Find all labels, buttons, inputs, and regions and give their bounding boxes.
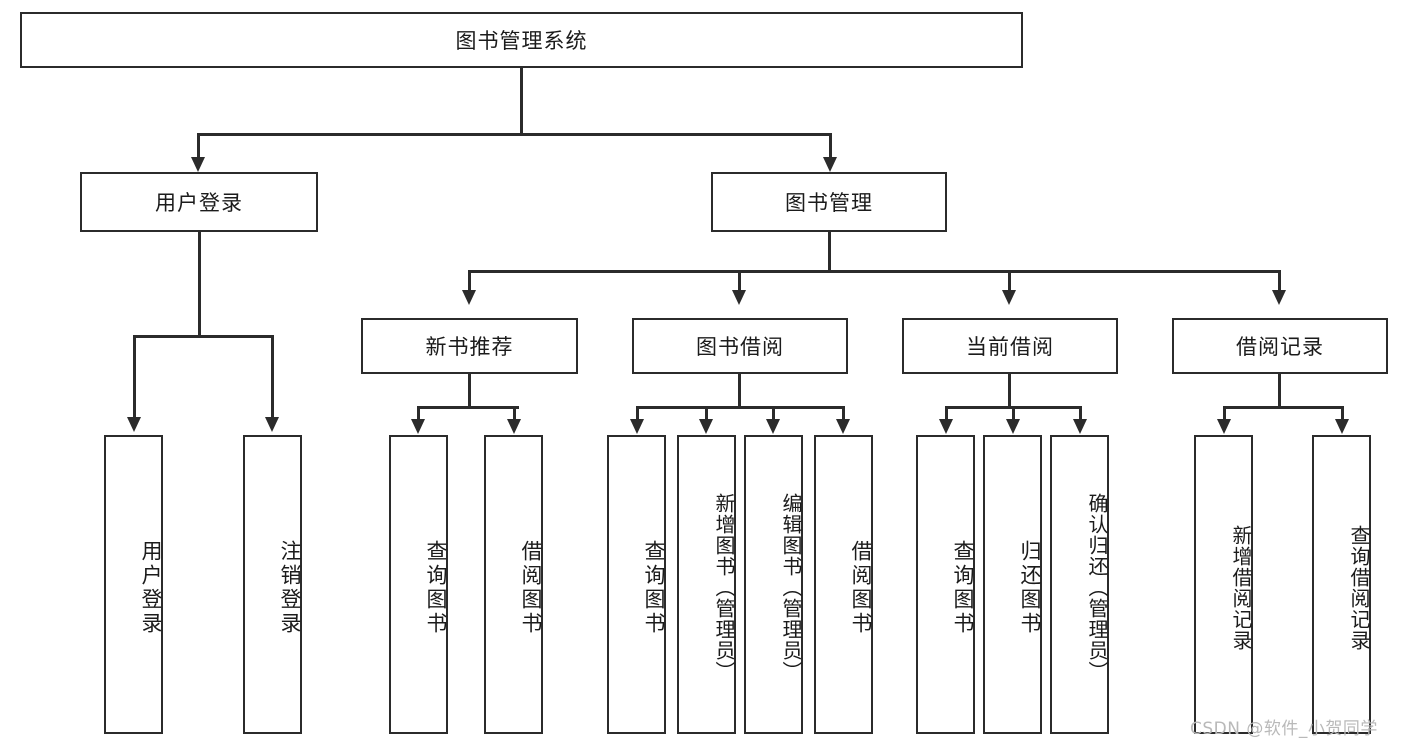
connector-books-to-l3-1 [468, 270, 471, 292]
arrow-borrow-leaf-4 [836, 419, 850, 434]
connector-books-to-l3-4 [1278, 270, 1281, 292]
connector-login-to-leaf-2 [271, 335, 274, 419]
node-new-book-recommend[interactable]: 新书推荐 [361, 318, 578, 374]
connector-current-to-leaf-2 [1012, 406, 1015, 421]
connector-record-bus [1223, 406, 1342, 409]
leaf-query-books-borrow[interactable]: 查询图书 [607, 435, 666, 734]
connector-root-to-login [197, 133, 200, 159]
connector-login-to-leaf-1 [133, 335, 136, 419]
leaf-borrow-books-recommend[interactable]: 借阅图书 [484, 435, 543, 734]
connector-login-stem [198, 232, 201, 337]
arrow-books-l3-1 [462, 290, 476, 305]
node-current-borrow[interactable]: 当前借阅 [902, 318, 1118, 374]
connector-record-stem [1278, 374, 1281, 408]
arrow-books-l3-2 [732, 290, 746, 305]
leaf-logout[interactable]: 注销登录 [243, 435, 302, 734]
connector-recommend-to-leaf-1 [417, 406, 420, 421]
connector-books-bus [468, 270, 1280, 273]
connector-books-to-l3-2 [738, 270, 741, 292]
arrow-recommend-leaf-1 [411, 419, 425, 434]
arrow-books-l3-4 [1272, 290, 1286, 305]
arrow-current-leaf-3 [1073, 419, 1087, 434]
leaf-query-books-recommend[interactable]: 查询图书 [389, 435, 448, 734]
connector-recommend-bus [417, 406, 519, 409]
connector-books-stem [828, 232, 831, 272]
arrow-root-to-books [823, 157, 837, 172]
connector-current-stem [1008, 374, 1011, 408]
connector-record-to-leaf-2 [1341, 406, 1344, 421]
connector-record-to-leaf-1 [1223, 406, 1226, 421]
arrow-current-leaf-1 [939, 419, 953, 434]
connector-borrow-to-leaf-1 [636, 406, 639, 421]
connector-login-bus [133, 335, 273, 338]
connector-books-to-l3-3 [1008, 270, 1011, 292]
connector-borrow-to-leaf-4 [842, 406, 845, 421]
arrow-books-l3-3 [1002, 290, 1016, 305]
leaf-return-books[interactable]: 归还图书 [983, 435, 1042, 734]
leaf-add-book-admin[interactable]: 新增图书（管理员） [677, 435, 736, 734]
connector-recommend-stem [468, 374, 471, 408]
connector-borrow-to-leaf-2 [705, 406, 708, 421]
connector-borrow-stem [738, 374, 741, 408]
arrow-borrow-leaf-3 [766, 419, 780, 434]
node-borrow-record[interactable]: 借阅记录 [1172, 318, 1388, 374]
arrow-login-leaf-2 [265, 417, 279, 432]
leaf-borrow-books[interactable]: 借阅图书 [814, 435, 873, 734]
leaf-user-login[interactable]: 用户登录 [104, 435, 163, 734]
arrow-borrow-leaf-1 [630, 419, 644, 434]
arrow-current-leaf-2 [1006, 419, 1020, 434]
leaf-query-books-current[interactable]: 查询图书 [916, 435, 975, 734]
arrow-record-leaf-1 [1217, 419, 1231, 434]
arrow-record-leaf-2 [1335, 419, 1349, 434]
leaf-edit-book-admin[interactable]: 编辑图书（管理员） [744, 435, 803, 734]
connector-root-to-books [829, 133, 832, 159]
arrow-root-to-login [191, 157, 205, 172]
node-user-login[interactable]: 用户登录 [80, 172, 318, 232]
node-book-management[interactable]: 图书管理 [711, 172, 947, 232]
arrow-borrow-leaf-2 [699, 419, 713, 434]
csdn-watermark: CSDN @软件_小贺同学 [1190, 719, 1378, 739]
arrow-login-leaf-1 [127, 417, 141, 432]
leaf-query-borrow-record[interactable]: 查询借阅记录 [1312, 435, 1371, 734]
node-book-borrow[interactable]: 图书借阅 [632, 318, 848, 374]
leaf-confirm-return-admin[interactable]: 确认归还（管理员） [1050, 435, 1109, 734]
connector-recommend-to-leaf-2 [513, 406, 516, 421]
node-root-system[interactable]: 图书管理系统 [20, 12, 1023, 68]
connector-root-stem [520, 68, 523, 135]
arrow-recommend-leaf-2 [507, 419, 521, 434]
connector-current-to-leaf-3 [1079, 406, 1082, 421]
connector-borrow-bus [636, 406, 844, 409]
connector-borrow-to-leaf-3 [772, 406, 775, 421]
connector-current-to-leaf-1 [945, 406, 948, 421]
connector-root-bus [197, 133, 831, 136]
leaf-add-borrow-record[interactable]: 新增借阅记录 [1194, 435, 1253, 734]
